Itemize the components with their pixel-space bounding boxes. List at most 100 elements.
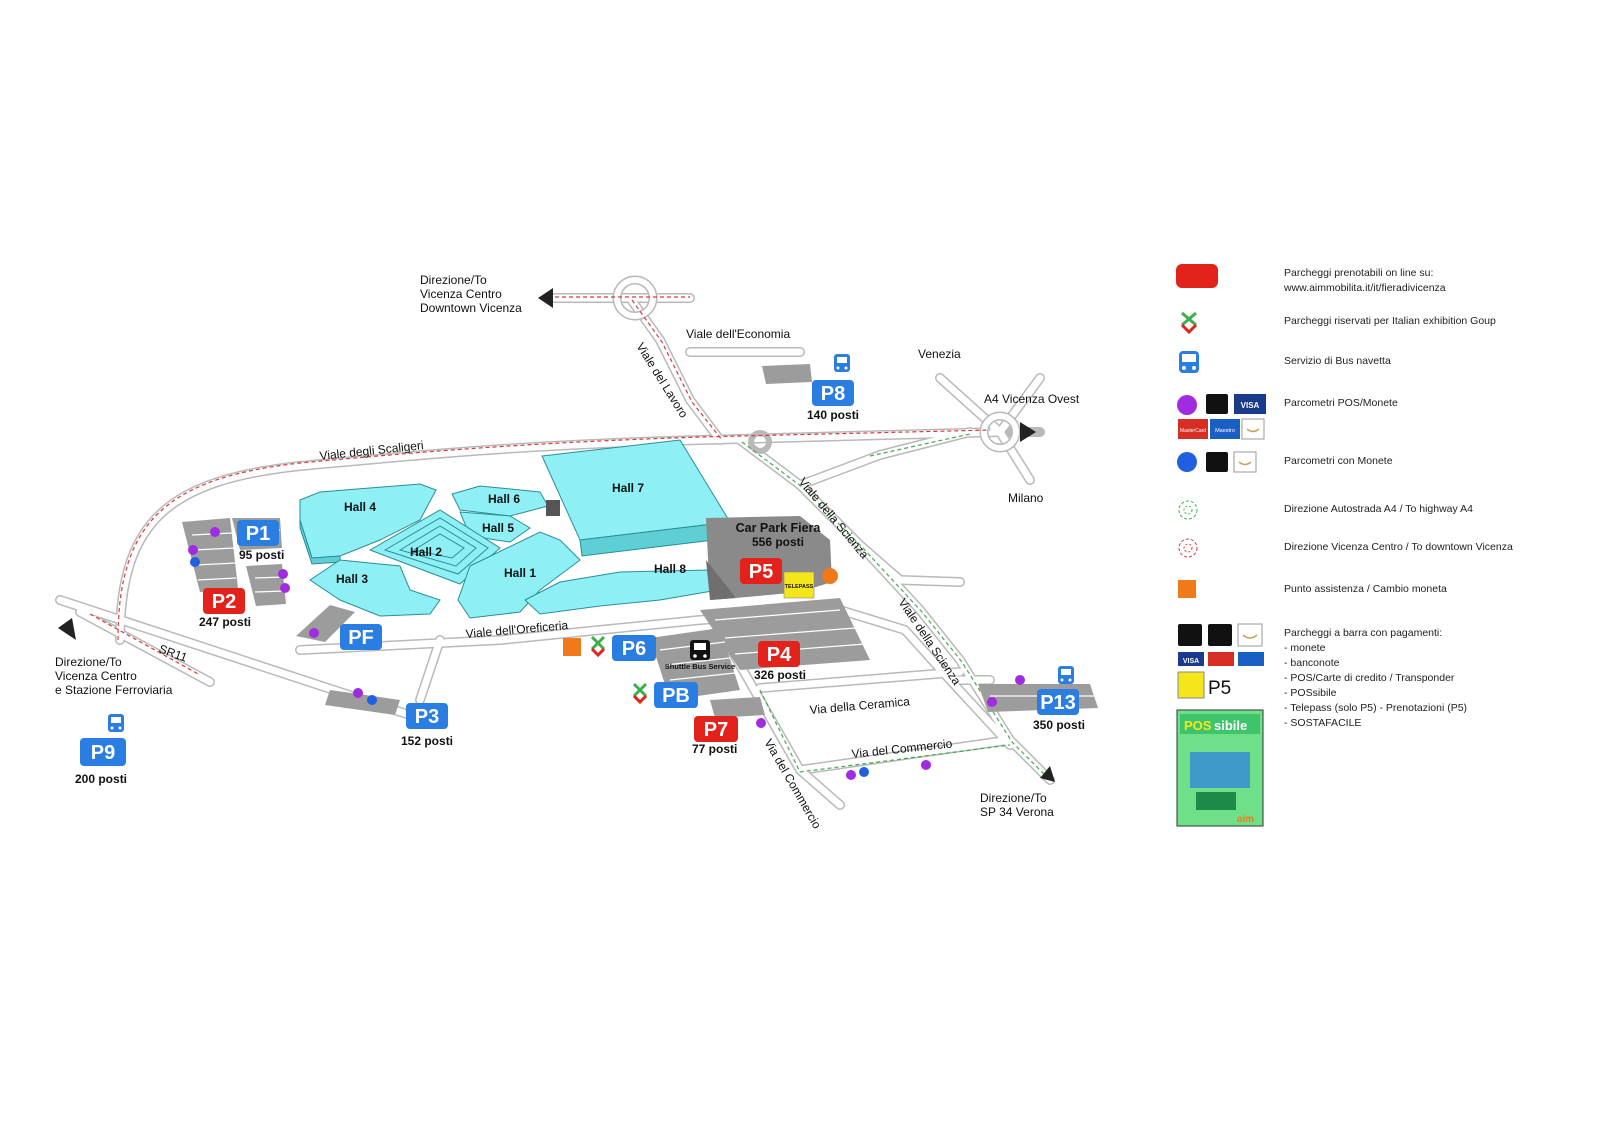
legend-text: - SOSTAFACILE	[1284, 717, 1362, 729]
dir-verona-line2: SP 34 Verona	[980, 805, 1054, 819]
p1-code: P1	[246, 523, 270, 545]
legend-text: Servizio di Bus navetta	[1284, 355, 1391, 367]
parking-p8: P8 140 posti	[807, 380, 859, 422]
parking-p3: P3 152 posti	[401, 703, 453, 748]
shuttle-label: Shuttle Bus Service	[665, 662, 735, 671]
p5-code: P5	[749, 561, 773, 583]
hall-1-shape	[457, 531, 581, 619]
maestro-icon	[1238, 652, 1264, 666]
p1-spaces: 95 posti	[239, 548, 284, 562]
lot-p7	[710, 697, 765, 718]
visa-card-icon	[1234, 394, 1266, 414]
bus-icon	[1058, 666, 1074, 684]
mastercard-icon	[1178, 419, 1208, 439]
p4-spaces: 326 posti	[754, 668, 806, 682]
purple-dot-icon	[1177, 395, 1197, 415]
purple-meters	[188, 527, 1025, 780]
car-park-fiera-label: Car Park Fiera	[736, 521, 822, 535]
p3-spaces: 152 posti	[401, 734, 453, 748]
road-ceramica: Via della Ceramica	[809, 694, 911, 717]
legend-text: www.aimmobilita.it/it/fieradivicenza	[1284, 282, 1446, 294]
markers: Shuttle Bus Service TELEPASS	[108, 354, 1074, 780]
parking-p13: P13 350 posti	[1033, 689, 1085, 732]
blue-dot-icon	[1177, 452, 1197, 472]
visa-label-2: VISA	[1183, 658, 1199, 665]
legend-text: - Telepass (solo P5) - Prenotazioni (P5)	[1284, 702, 1468, 714]
legend-text: Parcometri con Monete	[1284, 455, 1393, 467]
legend-text: - monete	[1284, 642, 1326, 654]
dir-stazione-line1: Direzione/To	[55, 655, 122, 669]
dir-milano: Milano	[1008, 491, 1044, 505]
hall-8-label: Hall 8	[654, 562, 686, 576]
legend-text: Direzione Autostrada A4 / To highway A4	[1284, 503, 1473, 515]
blue-meters	[190, 557, 869, 777]
p3-code: P3	[415, 706, 439, 728]
visa-card-icon	[1178, 652, 1204, 666]
pf-code: PF	[348, 627, 374, 649]
hall-3-label: Hall 3	[336, 572, 368, 586]
assistance-square-icon	[563, 638, 581, 656]
legend-text: - banconote	[1284, 657, 1340, 669]
hall-1-label: Hall 1	[504, 566, 536, 580]
visa-label: VISA	[1241, 401, 1260, 410]
lot-p2	[182, 518, 238, 592]
assistance-point-icon	[822, 568, 838, 584]
hall-5-label: Hall 5	[482, 521, 514, 535]
legend-text: Parcheggi prenotabili on line su:	[1284, 267, 1434, 279]
p13-code: P13	[1040, 692, 1076, 714]
bus-icon	[108, 714, 124, 732]
possibile-brand: aim	[1237, 814, 1254, 825]
dir-vicenza-line2: Vicenza Centro	[420, 287, 502, 301]
p9-spaces: 200 posti	[75, 772, 127, 786]
telepass-icon	[783, 571, 815, 599]
p8-spaces: 140 posti	[807, 408, 859, 422]
dir-vicenza-line1: Direzione/To	[420, 273, 487, 287]
maestro-icon	[1210, 419, 1240, 439]
bus-icon	[834, 354, 850, 372]
legend-text: - POSsibile	[1284, 687, 1337, 699]
hall-labels: Hall 4 Hall 6 Hall 5 Hall 2 Hall 3 Hall …	[336, 481, 821, 586]
red-rounded-rect-icon	[1176, 264, 1218, 288]
dir-stazione-line2: Vicenza Centro	[55, 669, 137, 683]
dir-venezia: Venezia	[918, 347, 961, 361]
parking-pf: PF	[340, 624, 382, 650]
p6-code: P6	[622, 638, 646, 660]
mastercard-label: MasterCard	[1180, 428, 1206, 434]
lot-p8	[762, 364, 812, 384]
parking-p9: P9 200 posti	[75, 738, 127, 786]
orange-square-icon	[1178, 580, 1196, 598]
hall-3-shape	[309, 559, 441, 617]
p13-spaces: 350 posti	[1033, 718, 1085, 732]
hall-2-label: Hall 2	[410, 545, 442, 559]
card-tap-icon	[1206, 394, 1228, 414]
telepass-p5-label: P5	[1208, 678, 1231, 699]
lot-p4	[700, 598, 870, 670]
banknote-icon	[1208, 624, 1232, 646]
lot-p3	[325, 690, 400, 715]
coins-cash-icon	[1178, 624, 1202, 646]
ieg-reserved-icon	[632, 682, 648, 705]
legend-text: Parcometri POS/Monete	[1284, 397, 1398, 409]
legend-text: Parcheggi riservati per Italian exhibiti…	[1284, 315, 1496, 327]
possibile-title-b: sibile	[1214, 718, 1247, 733]
p8-code: P8	[821, 383, 845, 405]
shuttle-bus-icon	[690, 640, 710, 660]
coin-icon	[1241, 418, 1265, 440]
parking-p6: P6	[612, 635, 656, 661]
dir-verona-line1: Direzione/To	[980, 791, 1047, 805]
ieg-reserved-icon	[590, 635, 606, 658]
p9-code: P9	[91, 742, 115, 764]
parking-p5: P5	[740, 558, 782, 584]
car-park-fiera-spaces: 556 posti	[752, 535, 804, 549]
p7-spaces: 77 posti	[692, 742, 737, 756]
payment-icons: VISA MasterCard Maestro	[1177, 394, 1266, 440]
p7-code: P7	[704, 719, 728, 741]
maestro-label: Maestro	[1215, 428, 1235, 434]
p2-code: P2	[212, 591, 236, 613]
barrier-payment-icons: VISA P5 POS sibile aim	[1176, 623, 1264, 827]
